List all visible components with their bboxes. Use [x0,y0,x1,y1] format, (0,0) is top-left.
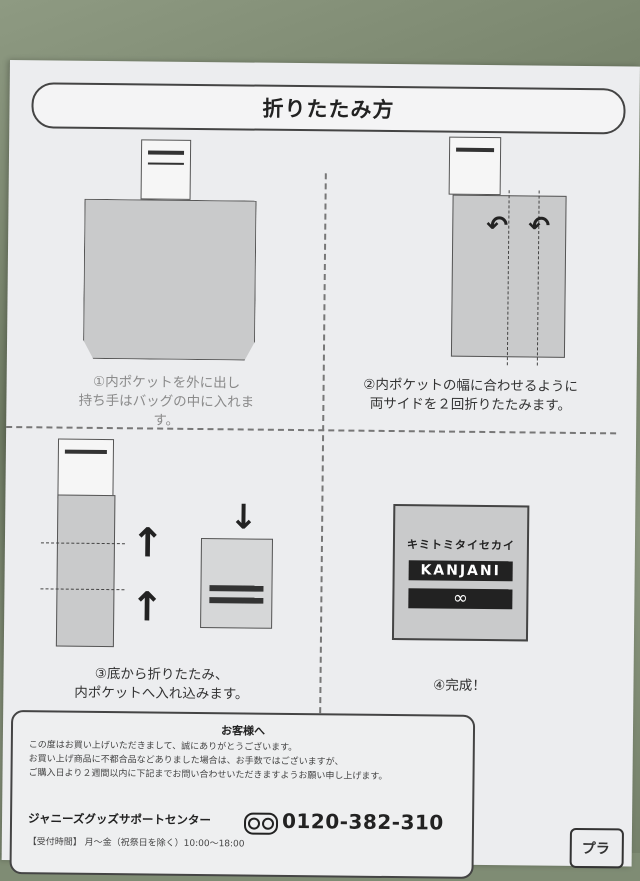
down-arrow-icon: ↓ [229,497,258,538]
step-3-caption: ③底から折りたたみ、 内ポケットへ入れ込みます。 [74,665,249,703]
customer-notice: お客様へ この度はお買い上げいただきまして、誠にありがとうございます。 お買い上… [9,710,476,879]
recycle-label: プラ [581,841,610,858]
business-hours: 【受付時間】 月～金（祝祭日を除く）10:00～18:00 [27,837,245,850]
instruction-sheet: 折りたたみ方 ①内ポケットを外に出し 持ち手はバッグの中に入れます。 ↶ ↶ ②… [1,60,640,879]
pocket-tag [140,139,192,200]
free-dial-icon [243,812,279,835]
title-banner: 折りたたみ方 [31,82,626,135]
infinity-band: ∞ [408,588,513,610]
up-arrow-icon: ↑ [130,584,165,631]
bag-shape [83,199,257,361]
step-4-caption: ④完成！ [433,677,486,695]
folded-strip [55,494,116,648]
fold-arrow-icon: ↶ [486,210,509,242]
pocket-tag [448,136,502,196]
page-title: 折りたたみ方 [262,96,395,123]
support-center-name: ジャニーズグッズサポートセンター [27,811,211,828]
phone-number: 0120-382-310 [281,808,444,835]
pocket-tag [57,438,115,500]
step-2-caption: ②内ポケットの幅に合わせるように 両サイドを２回折りたたみます。 [363,376,578,414]
finished-pouch: キミトミタイセカイ KANJANI ∞ [391,504,530,642]
fold-arrow-icon: ↶ [528,211,551,242]
notice-body: この度はお買い上げいただきまして、誠にありがとうございます。 お買い上げ商品に不… [28,740,388,782]
kanjani-band: KANJANI [408,560,513,582]
up-arrow-icon: ↑ [130,520,165,567]
vertical-divider [318,173,327,734]
notice-title: お客様へ [220,724,266,738]
step-1-caption: ①内ポケットを外に出し 持ち手はバッグの中に入れます。 [78,373,255,429]
product-top-text: キミトミタイセカイ [406,538,516,553]
pocket-pouch [200,538,274,629]
